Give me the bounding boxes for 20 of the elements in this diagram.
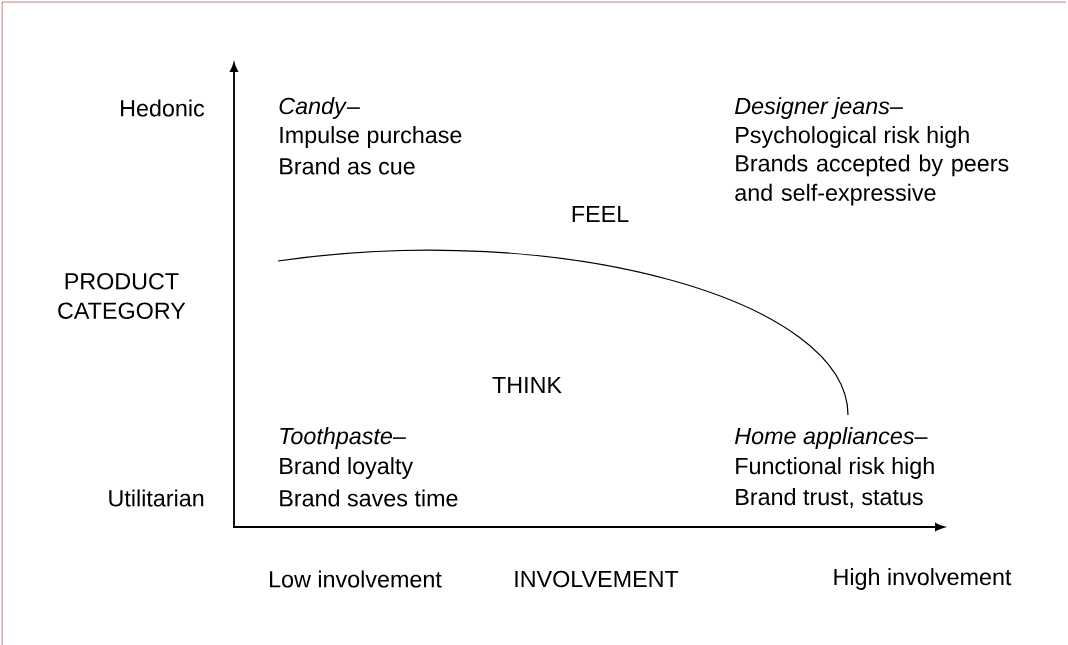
quadrant-heading: Candy– xyxy=(279,97,360,119)
quadrant-text: Brand as cue xyxy=(280,157,415,175)
axis-label: High involvement xyxy=(834,568,1012,590)
axis-label: Utilitarian xyxy=(109,489,204,507)
region-label: THINK xyxy=(492,376,562,393)
quadrant-heading: Home appliances– xyxy=(735,427,928,449)
quadrant-heading: Toothpaste– xyxy=(280,427,406,449)
axis-label: Low involvement xyxy=(270,570,442,588)
axis-title: PRODUCT CATEGORY xyxy=(58,273,186,319)
region-label: FEEL xyxy=(572,205,629,222)
quadrant-text: Psychological risk high xyxy=(736,126,969,148)
quadrant-text: Brands accepted by peers and self-expressive xyxy=(735,154,1009,206)
axis-label: Hedonic xyxy=(121,99,205,117)
quadrant-text: Brand saves time xyxy=(280,489,458,507)
quadrant-text: Impulse purchase xyxy=(280,126,462,148)
quadrant-text: Functional risk high xyxy=(736,457,934,479)
quadrant-text: Brand loyalty xyxy=(280,457,414,479)
quadrant-heading: Designer jeans– xyxy=(735,97,903,119)
quadrant-text: Brand trust, status xyxy=(736,488,923,508)
axis-title: INVOLVEMENT xyxy=(515,570,679,588)
